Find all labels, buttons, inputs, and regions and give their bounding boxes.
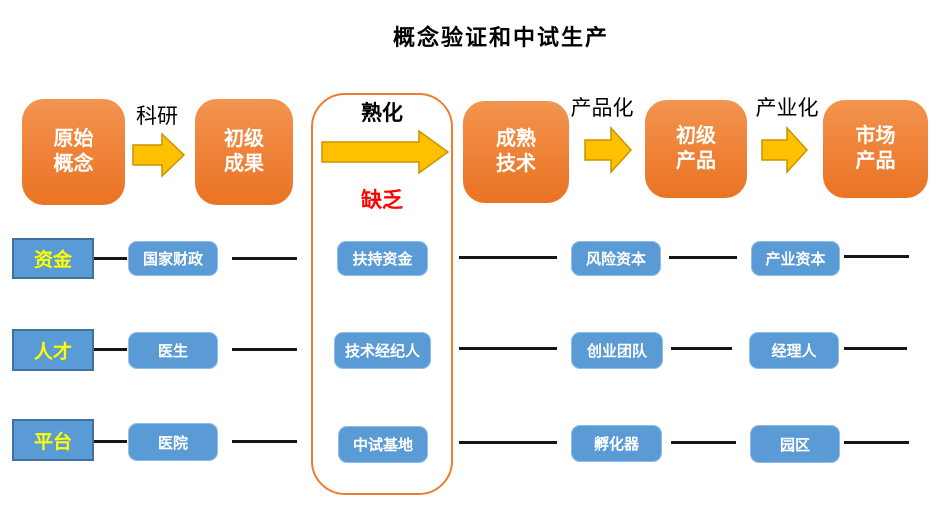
maturation-container: [311, 93, 453, 495]
flow-box-label-line: 市场: [855, 125, 896, 147]
maturation-arrow-icon: [321, 130, 450, 174]
arrow-label-industrialization: 产业化: [755, 97, 819, 120]
item-box-national-finance: 国家财政: [128, 241, 218, 276]
connector-line: [232, 257, 297, 260]
flow-box-label-line: 原始: [53, 128, 94, 150]
flow-box-mature-technology: 成熟 技术: [463, 101, 569, 203]
flow-box-original-concept: 原始 概念: [22, 99, 125, 205]
connector-line: [232, 348, 297, 351]
maturation-label: 熟化: [361, 102, 403, 125]
diagram-title: 概念验证和中试生产: [393, 25, 610, 50]
item-box-industrial-capital: 产业资本: [751, 241, 840, 276]
lack-label: 缺乏: [361, 189, 403, 212]
flow-box-label-line: 初级: [676, 125, 716, 147]
item-box-park: 园区: [750, 425, 840, 463]
connector-line: [94, 440, 127, 443]
flow-box-label-line: 产品: [855, 150, 896, 172]
flow-box-label-line: 成熟: [496, 128, 536, 150]
flow-box-label-line: 初级: [224, 128, 264, 150]
item-box-pilot-base: 中试基地: [338, 426, 428, 463]
connector-line: [671, 347, 732, 350]
flow-box-label-line: 产品: [676, 150, 716, 172]
item-box-tech-brokers: 技术经纪人: [334, 332, 431, 369]
connector-line: [94, 257, 127, 260]
arrow-label-research: 科研: [136, 105, 178, 128]
connector-line: [844, 347, 907, 350]
flow-box-initial-results: 初级 成果: [195, 99, 293, 205]
connector-line: [671, 441, 736, 444]
flow-box-primary-product: 初级 产品: [645, 100, 747, 198]
connector-line: [459, 256, 557, 259]
connector-line: [844, 255, 909, 258]
row-label-platform: 平台: [12, 419, 94, 461]
item-box-doctors: 医生: [128, 332, 218, 369]
connector-line: [459, 441, 557, 444]
row-label-talent: 人才: [12, 329, 94, 371]
item-box-managers: 经理人: [749, 332, 839, 369]
item-box-hospitals: 医院: [128, 423, 218, 461]
right-arrow-icon: [132, 132, 186, 178]
flow-box-market-product: 市场 产品: [823, 100, 928, 198]
connector-line: [459, 347, 557, 350]
right-arrow-icon: [584, 126, 633, 174]
connector-line: [94, 348, 127, 351]
arrow-label-productization: 产品化: [570, 97, 634, 120]
connector-line: [844, 441, 909, 444]
flow-box-label-line: 技术: [496, 153, 536, 175]
flow-box-label-line: 概念: [53, 153, 94, 175]
row-label-funding: 资金: [12, 238, 94, 279]
item-box-incubator: 孵化器: [571, 425, 662, 462]
flow-box-label-line: 成果: [224, 153, 264, 175]
item-box-venture-capital: 风险资本: [571, 241, 661, 276]
item-box-startup-team: 创业团队: [571, 332, 663, 369]
connector-line: [669, 256, 737, 259]
item-box-support-funds: 扶持资金: [337, 241, 428, 276]
right-arrow-icon: [761, 126, 809, 174]
connector-line: [232, 440, 297, 443]
